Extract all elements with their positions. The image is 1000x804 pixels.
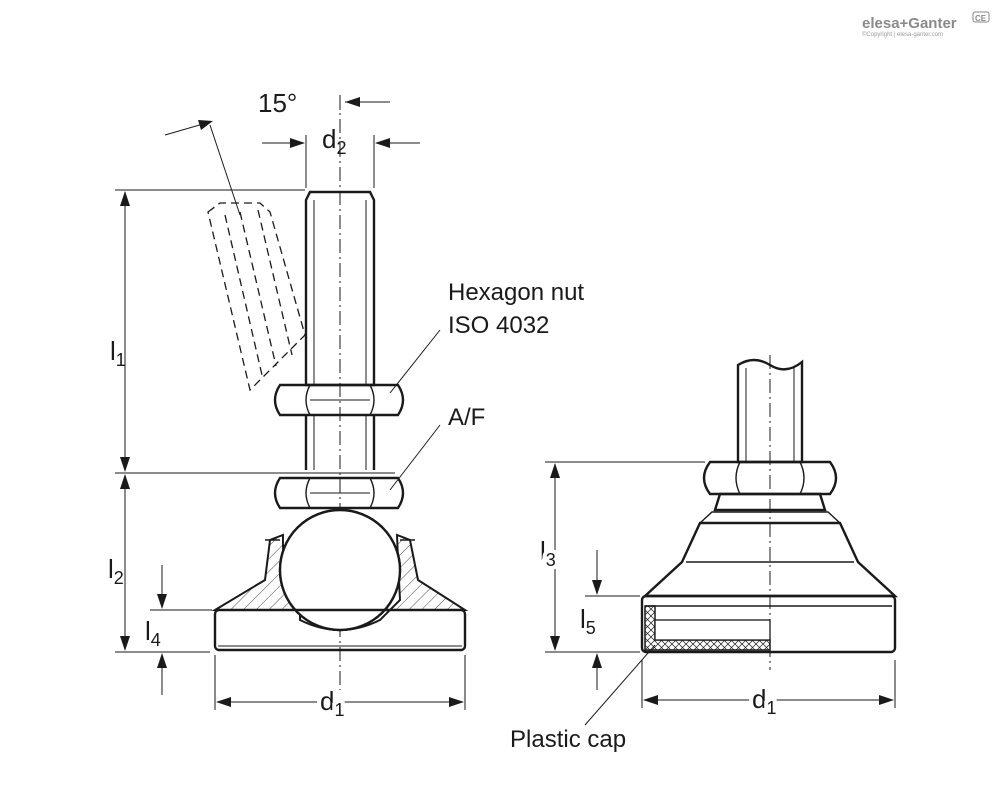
l5-label: l bbox=[580, 604, 586, 634]
d1-left-subscript: 1 bbox=[334, 700, 344, 720]
l1-subscript: 1 bbox=[116, 350, 126, 370]
right-neck bbox=[713, 492, 827, 512]
svg-text:d1: d1 bbox=[320, 686, 344, 720]
d2-subscript: 2 bbox=[336, 138, 346, 158]
af-label: A/F bbox=[448, 404, 485, 431]
base-section bbox=[211, 508, 469, 652]
svg-text:l1: l1 bbox=[110, 336, 126, 370]
d1-left-label: d bbox=[320, 686, 334, 716]
dimension-l2: l2 bbox=[108, 474, 210, 653]
l4-subscript: 4 bbox=[151, 630, 161, 650]
right-view-leveling-foot: l3 l5 d1 bbox=[536, 355, 899, 726]
right-conical-body bbox=[641, 521, 899, 598]
d2-label: d bbox=[322, 124, 336, 154]
logo-text: elesa+Ganter bbox=[862, 15, 957, 32]
dimension-l5: l5 bbox=[580, 550, 640, 690]
dimension-d1-right: d1 bbox=[641, 660, 896, 722]
plastic-cap-leader bbox=[584, 644, 656, 726]
dimension-d2: d2 bbox=[262, 124, 420, 188]
broken-stud bbox=[736, 358, 804, 464]
dimension-l1: l1 bbox=[110, 189, 395, 474]
callout-leaders-left bbox=[389, 329, 441, 491]
right-hex-nut bbox=[702, 460, 838, 496]
upper-hex-nut bbox=[273, 383, 405, 417]
angle-dimension: 15° bbox=[164, 88, 390, 136]
brand-logo: elesa+Ganter ©Copyright | elesa-ganter.c… bbox=[862, 11, 990, 38]
l4-label: l bbox=[145, 616, 151, 646]
iso-standard-label: ISO 4032 bbox=[448, 312, 549, 339]
threaded-stud bbox=[304, 190, 376, 470]
svg-text:l4: l4 bbox=[145, 616, 161, 650]
svg-text:l5: l5 bbox=[580, 604, 596, 638]
lower-hex-nut bbox=[273, 476, 405, 510]
copyright-text: ©Copyright | elesa-ganter.com bbox=[862, 31, 943, 38]
svg-text:l3: l3 bbox=[540, 536, 556, 570]
angle-label: 15° bbox=[258, 88, 297, 118]
svg-text:d1: d1 bbox=[752, 684, 776, 718]
left-view-leveling-foot: 15° d2 l1 l2 bbox=[108, 88, 469, 724]
d1-right-label: d bbox=[752, 684, 766, 714]
svg-text:l2: l2 bbox=[108, 554, 124, 588]
l3-subscript: 3 bbox=[546, 550, 556, 570]
tilted-stud-phantom bbox=[207, 124, 306, 392]
ce-badge-frame bbox=[972, 11, 990, 23]
dimension-d1-left: d1 bbox=[214, 655, 466, 724]
svg-text:d2: d2 bbox=[322, 124, 346, 158]
right-base-disc bbox=[640, 594, 897, 654]
d1-right-subscript: 1 bbox=[766, 698, 776, 718]
l1-label: l bbox=[110, 336, 116, 366]
l2-label: l bbox=[108, 554, 114, 584]
l5-subscript: 5 bbox=[586, 618, 596, 638]
plastic-cap bbox=[644, 605, 771, 651]
dimension-l4: l4 bbox=[145, 565, 212, 695]
l2-subscript: 2 bbox=[114, 568, 124, 588]
plastic-cap-label: Plastic cap bbox=[510, 726, 626, 753]
ce-badge: CE bbox=[975, 14, 987, 23]
hexagon-nut-label: Hexagon nut bbox=[448, 279, 584, 306]
